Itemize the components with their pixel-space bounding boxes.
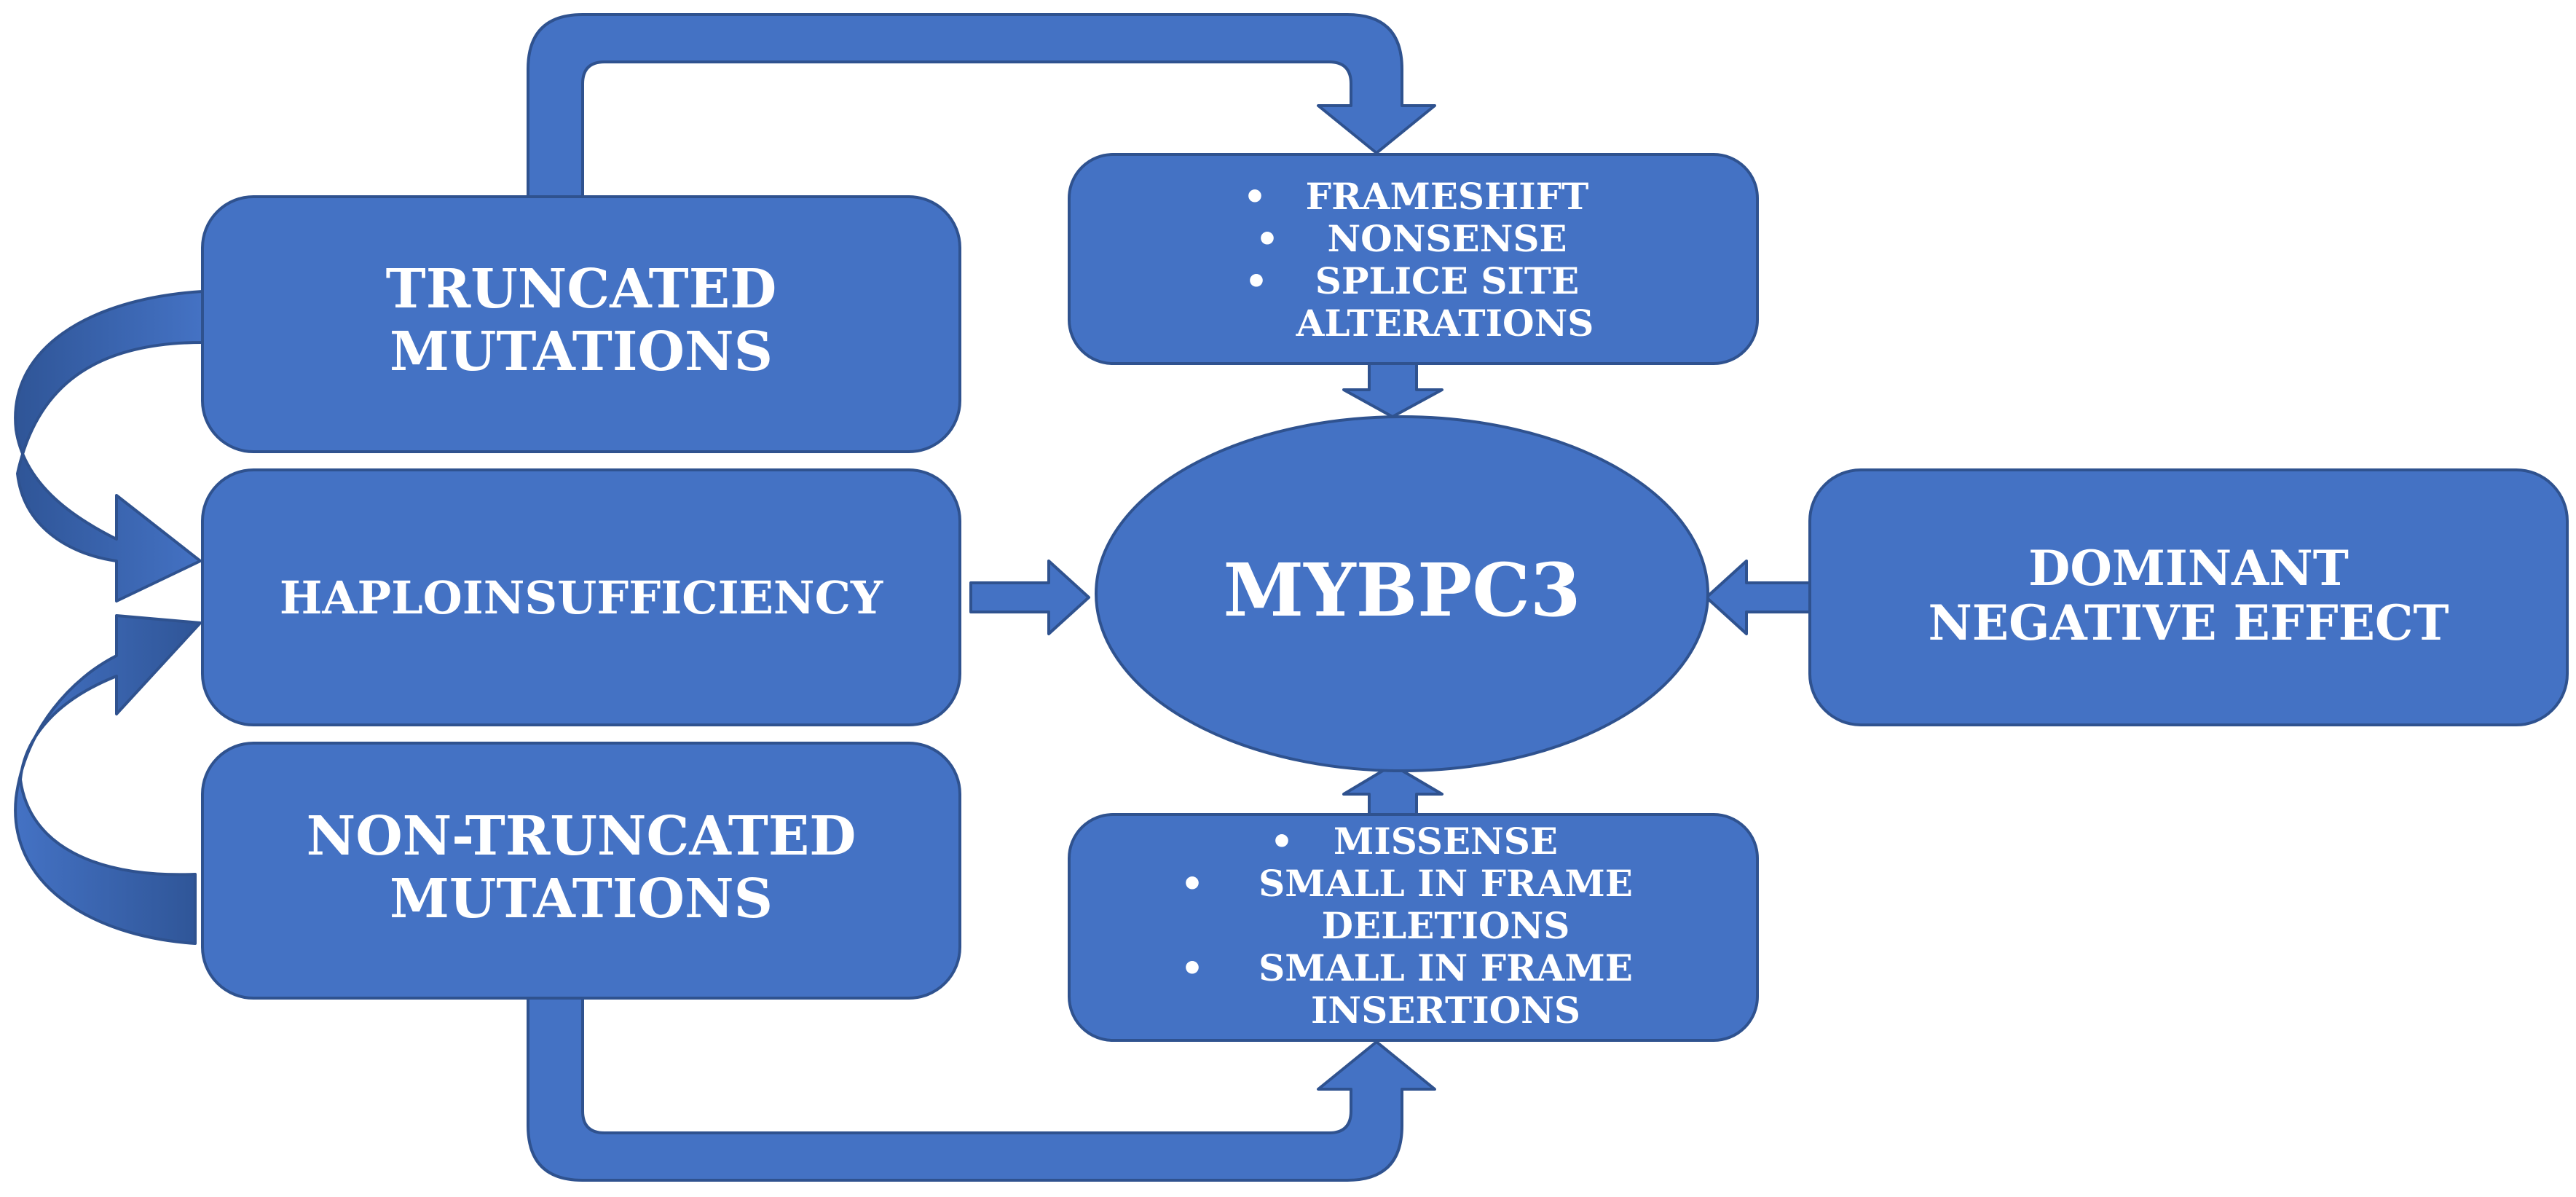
- non-truncating-type-small-in-frame-deletions: SMALL IN FRAME: [1259, 862, 1633, 905]
- truncating-type-splice-site: SPLICE SITE: [1315, 259, 1579, 302]
- truncated-mutations-box: TRUNCATED MUTATIONS: [201, 195, 961, 453]
- top-connector-arrow: [527, 13, 1436, 198]
- non-truncated-mutations-line-1: NON-TRUNCATED: [307, 805, 856, 868]
- non-truncated-mutations-line-2: MUTATIONS: [390, 868, 773, 930]
- bullet: •: [1245, 259, 1268, 302]
- non-truncating-type-small-in-frame-insertions: SMALL IN FRAME: [1259, 946, 1633, 989]
- non-truncating-type-missense: MISSENSE: [1334, 820, 1558, 863]
- curved-arrow-nontruncated-to-haplo: [14, 614, 202, 945]
- bottom-connector-arrow: [527, 993, 1436, 1182]
- non-truncating-types-box: • MISSENSE • SMALL IN FRAME DELETIONS • …: [1068, 813, 1759, 1042]
- bullet: •: [1256, 217, 1279, 260]
- mybpc3-label: MYBPC3: [1224, 547, 1581, 633]
- bullet: •: [1243, 175, 1267, 218]
- truncating-types-box: • FRAMESHIFT • NONSENSE • SPLICE SITE AL…: [1068, 153, 1759, 365]
- bullet: •: [1270, 820, 1293, 863]
- non-truncated-mutations-box: NON-TRUNCATED MUTATIONS: [201, 742, 961, 1000]
- dominant-negative-line-1: DOMINANT: [2028, 540, 2349, 597]
- arrow-dominant-to-mybpc3: [1705, 560, 1811, 635]
- truncating-type-splice-site-continuation: ALTERATIONS: [1296, 302, 1594, 345]
- arrow-truncating-types-to-mybpc3: [1342, 359, 1443, 418]
- truncating-type-frameshift: FRAMESHIFT: [1306, 175, 1589, 218]
- truncated-mutations-line-1: TRUNCATED: [386, 258, 777, 321]
- truncating-type-nonsense: NONSENSE: [1327, 217, 1567, 260]
- curved-arrow-truncated-to-haplo: [14, 290, 204, 603]
- non-truncating-type-insertions-continuation: INSERTIONS: [1311, 989, 1580, 1032]
- haploinsufficiency-box: HAPLOINSUFFICIENCY: [201, 468, 961, 726]
- dominant-negative-line-2: NEGATIVE EFFECT: [1928, 594, 2449, 651]
- arrow-nontruncating-types-to-mybpc3: [1342, 764, 1443, 817]
- dominant-negative-box: DOMINANT NEGATIVE EFFECT: [1808, 468, 2569, 726]
- bullet: •: [1181, 862, 1204, 905]
- arrow-haplo-to-mybpc3: [969, 560, 1090, 635]
- non-truncating-type-deletions-continuation: DELETIONS: [1322, 904, 1570, 947]
- haploinsufficiency-label: HAPLOINSUFFICIENCY: [280, 571, 883, 624]
- truncated-mutations-line-2: MUTATIONS: [390, 321, 773, 383]
- bullet: •: [1181, 946, 1204, 989]
- mybpc3-node: MYBPC3: [1095, 415, 1709, 772]
